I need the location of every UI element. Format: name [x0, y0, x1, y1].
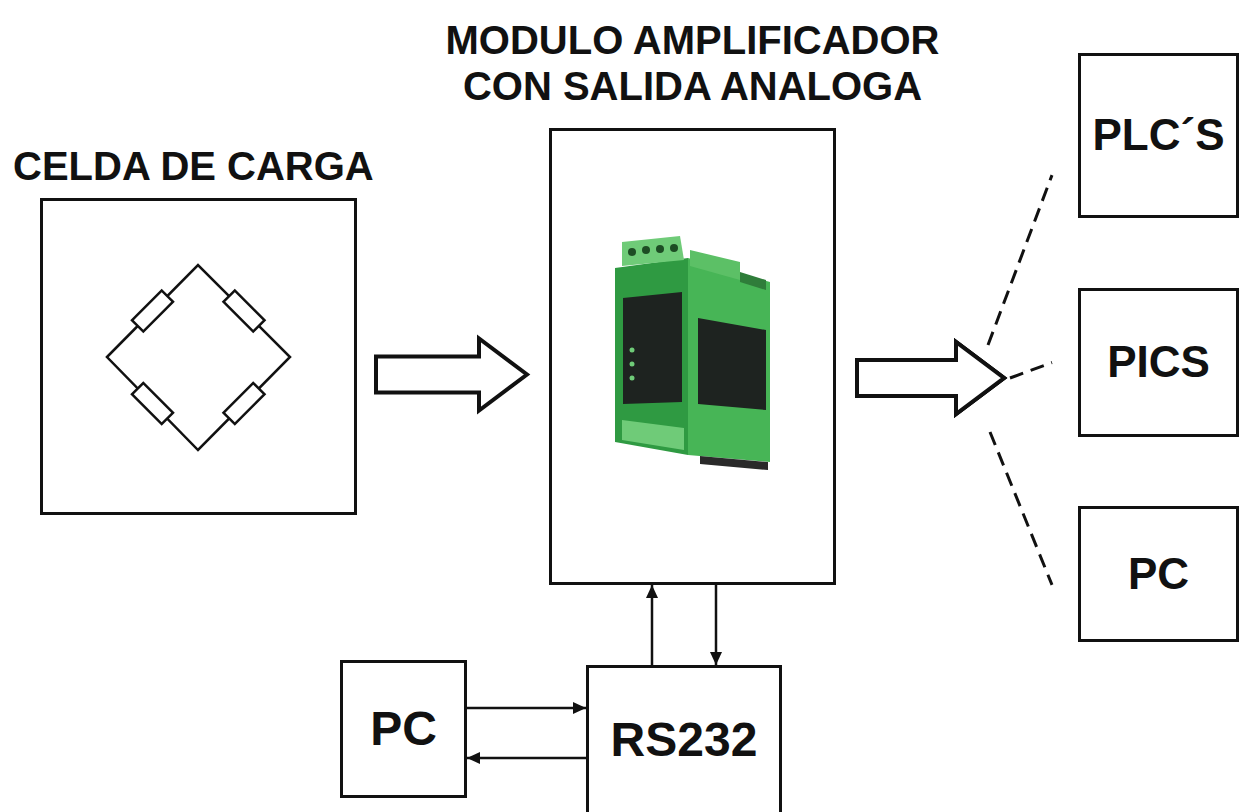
arrowhead: [467, 752, 480, 764]
front-label: [623, 292, 682, 404]
block-arrow: [857, 342, 1004, 414]
resistor-symbol: [223, 290, 264, 331]
dashed-link: [1010, 363, 1052, 379]
connector: [857, 342, 1052, 414]
module-front: [615, 258, 688, 455]
led: [630, 348, 635, 353]
amplifier-module-picture: [615, 236, 770, 470]
resistor-symbol: [132, 383, 173, 424]
led: [630, 376, 635, 381]
box-label: PLC´S: [1093, 111, 1225, 159]
bridge-wire: [107, 265, 290, 450]
output-box: PC: [1078, 506, 1239, 642]
heading: CELDA DE CARGA: [13, 143, 374, 189]
box-label: RS232: [611, 714, 758, 767]
arrowhead: [573, 702, 586, 714]
signal-line: [467, 707, 586, 710]
signal-line: [467, 757, 586, 760]
connector: [857, 175, 1052, 414]
box-label: PICS: [1107, 338, 1210, 386]
block-arrow: [857, 342, 1004, 414]
side-label: [698, 318, 766, 410]
box-label: PC: [1128, 550, 1189, 598]
terminal-block: [622, 420, 684, 450]
screw: [642, 246, 650, 254]
resistor-symbol: [132, 290, 173, 331]
wheatstone-bridge: [107, 265, 290, 450]
connector: [646, 585, 658, 665]
led: [630, 362, 635, 367]
screw: [670, 244, 678, 252]
connector: [376, 339, 527, 411]
module-side: [688, 258, 770, 462]
interface-box: RS232: [586, 665, 782, 812]
connector: [467, 702, 586, 714]
amplifier-module-box: MODULO AMPLIFICADOR CON SALIDA ANALOGA: [549, 128, 836, 585]
terminal-block: [690, 250, 740, 280]
output-box: PLC´S: [1078, 53, 1239, 218]
dashed-link: [990, 432, 1052, 585]
screw: [656, 245, 664, 253]
connector: [857, 342, 1052, 585]
box-label: PC: [370, 703, 437, 756]
block-arrow: [857, 342, 1004, 414]
output-box: PICS: [1078, 288, 1239, 437]
screw: [628, 248, 636, 256]
arrowhead: [710, 652, 722, 665]
dashed-link: [988, 175, 1052, 345]
connector: [467, 752, 586, 764]
load-cell-box: CELDA DE CARGA: [40, 198, 357, 515]
vent: [740, 272, 766, 290]
arrowhead: [646, 585, 658, 598]
pc-box: PC: [340, 660, 467, 798]
block-arrow: [376, 339, 527, 411]
din-clip: [700, 456, 768, 470]
terminal-block: [622, 236, 684, 266]
connector: [710, 585, 722, 665]
heading: MODULO AMPLIFICADOR CON SALIDA ANALOGA: [413, 17, 973, 109]
resistor-symbol: [223, 383, 264, 424]
